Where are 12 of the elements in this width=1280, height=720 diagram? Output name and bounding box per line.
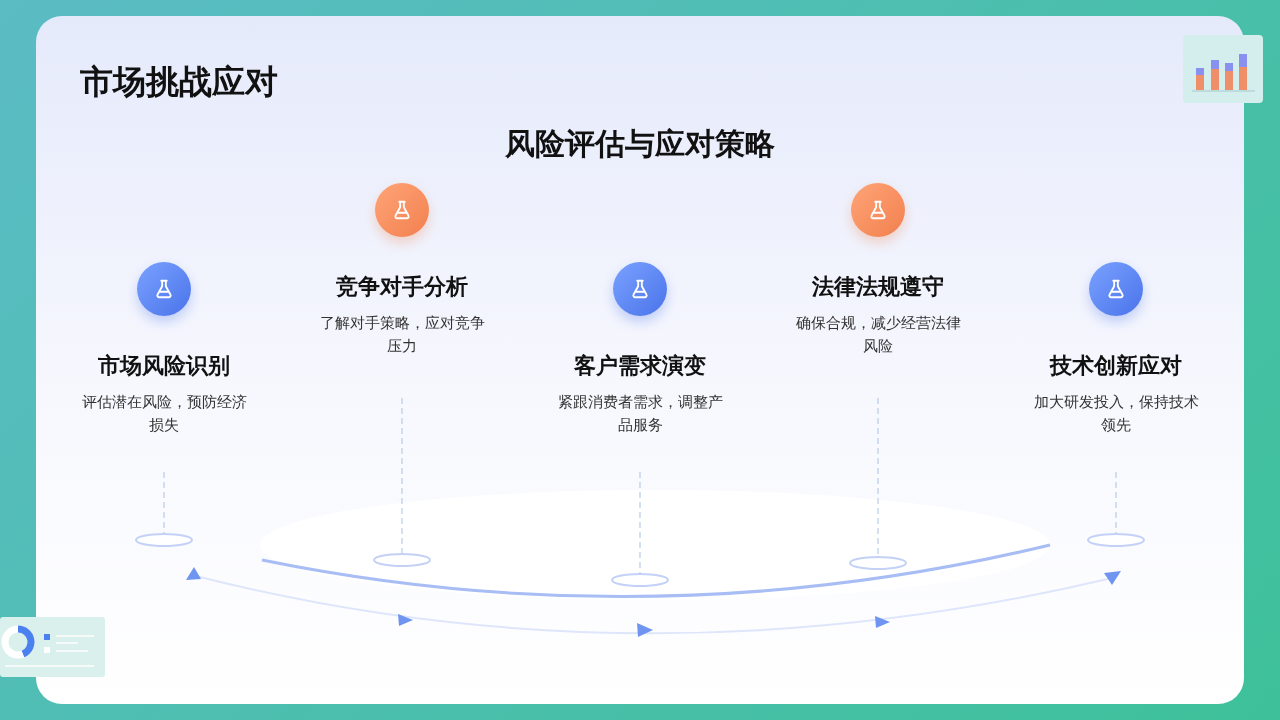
item-heading: 竞争对手分析 xyxy=(336,273,468,301)
item-description: 紧跟消费者需求，调整产品服务 xyxy=(556,392,724,436)
section-heading: 风险评估与应对策略 xyxy=(504,125,776,163)
item-description: 评估潜在风险，预防经济损失 xyxy=(80,392,248,436)
item-description: 加大研发投入，保持技术领先 xyxy=(1032,392,1200,436)
item-heading: 市场风险识别 xyxy=(98,352,230,380)
item-heading: 技术创新应对 xyxy=(1050,352,1182,380)
item-heading: 法律法规遵守 xyxy=(812,273,944,301)
item-heading: 客户需求演变 xyxy=(574,352,706,380)
slide-title: 市场挑战应对 xyxy=(80,61,278,103)
item-description: 了解对手策略，应对竞争压力 xyxy=(318,313,486,357)
item-description: 确保合规，减少经营法律风险 xyxy=(794,313,962,357)
